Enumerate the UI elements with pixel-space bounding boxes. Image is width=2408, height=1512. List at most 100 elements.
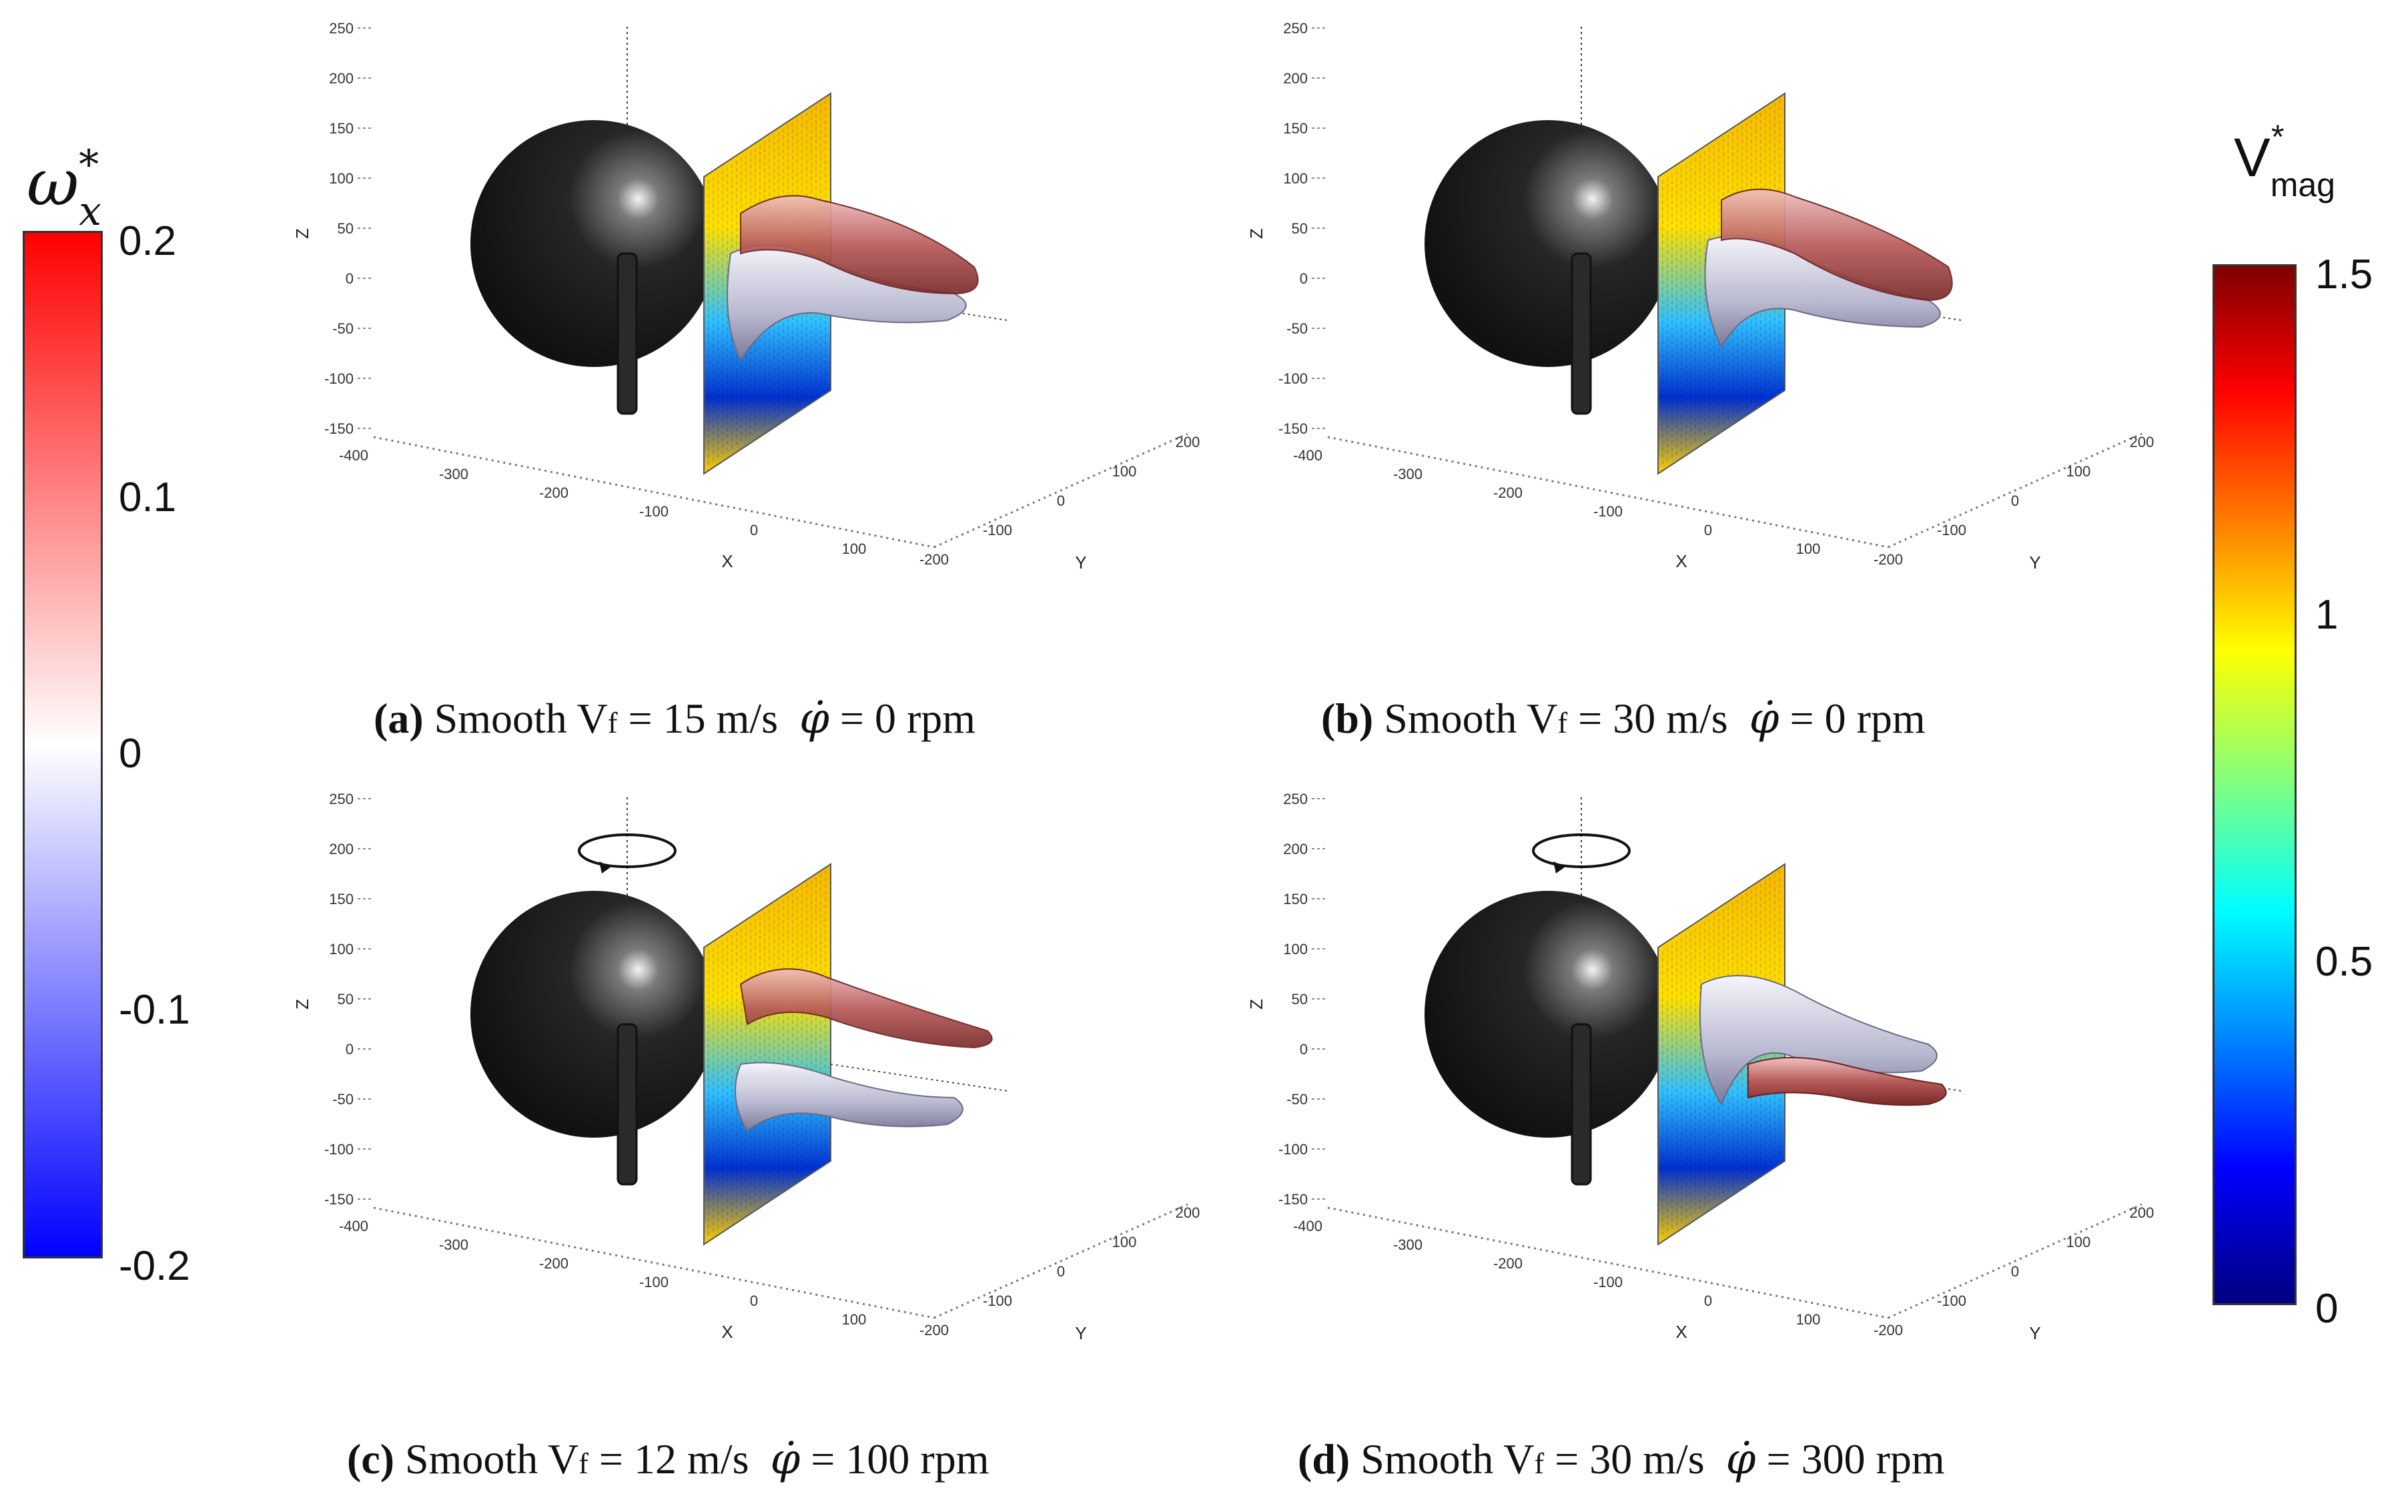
x-tick: -200 [539,484,568,501]
z-tick: 150 [1283,891,1308,907]
y-tick: 200 [1176,1204,1200,1221]
z-axis-label: Z [292,228,312,239]
left-colorbar-tick: 0 [119,731,142,777]
y-axis-label: Y [1075,1323,1086,1343]
y-tick: -200 [1874,1322,1903,1339]
support-rod [617,252,638,415]
sphere [1425,120,1671,367]
plot-3d: 250200150100500-50-100-150Z-400-300-200-… [1246,791,2154,1343]
caption-d: (d) Smooth Vf = 30 m/s φ̇ = 300 rpm [1298,1435,1945,1484]
z-tick: 100 [1283,941,1308,958]
y-tick: -100 [1937,522,1966,538]
y-tick: 0 [2011,492,2019,509]
right-colorbar-title: Vmag* [2234,118,2335,204]
y-tick: 200 [1176,434,1200,450]
z-tick: 150 [329,120,354,137]
z-tick: 250 [329,20,354,37]
left-colorbar-tick: 0.1 [119,474,177,520]
z-tick: 50 [1292,220,1308,237]
z-tick: -50 [1286,1091,1308,1108]
z-tick: 150 [329,891,354,907]
x-tick: -200 [1493,1255,1523,1272]
z-axis-label: Z [1246,999,1266,1010]
x-tick: -100 [1593,503,1623,520]
left-colorbar-title: ωx* [27,141,102,235]
x-tick: -200 [539,1255,568,1272]
x-axis-label: X [1675,1322,1687,1342]
y-tick: 200 [2130,1204,2154,1221]
z-tick: 200 [329,841,354,857]
y-axis-label: Y [2029,552,2040,573]
z-tick: 50 [338,991,354,1008]
x-tick: -300 [439,466,468,482]
y-axis-label: Y [1075,552,1086,573]
vortex-tube-positive [1721,188,1953,302]
x-tick: 100 [1796,1311,1821,1328]
z-tick: 200 [329,70,354,87]
x-tick: -100 [1593,1274,1623,1290]
x-tick: 100 [842,1311,867,1328]
x-tick: -100 [639,503,669,520]
z-tick: -150 [1278,1191,1308,1208]
support-rod [617,1023,638,1186]
x-axis-label: X [1675,551,1687,571]
x-axis-label: X [721,551,733,571]
z-tick: 50 [338,220,354,237]
plot-3d: 250200150100500-50-100-150Z-400-300-200-… [292,20,1200,573]
vortex-tube-negative [735,1062,963,1132]
z-tick: 200 [1283,70,1308,87]
left-colorbar-tick: -0.2 [119,1243,190,1289]
z-tick: -50 [332,320,354,337]
x-tick: -400 [1293,447,1322,464]
x-tick: -400 [339,447,368,464]
y-tick: -100 [1937,1292,1966,1309]
z-tick: 0 [1300,270,1308,287]
right-colorbar-tick: 0 [2315,1286,2339,1332]
x-tick: -100 [639,1274,669,1290]
z-tick: 0 [346,1041,354,1058]
y-tick: 200 [2130,434,2154,450]
sphere [470,120,717,367]
z-tick: -50 [332,1091,354,1108]
caption-c: (c) Smooth Vf = 12 m/s φ̇ = 100 rpm [347,1435,989,1484]
vortex-tube-positive [1747,1057,1947,1106]
x-tick: -400 [1293,1218,1322,1234]
y-axis-label: Y [2029,1323,2040,1343]
sphere [470,891,717,1138]
z-tick: -150 [324,1191,354,1208]
z-tick: 100 [1283,170,1308,187]
z-tick: 100 [329,170,354,187]
x-tick: 0 [750,1292,758,1309]
x-tick: 100 [1796,540,1821,557]
right-colorbar-tick: 0.5 [2315,939,2373,985]
x-tick: -200 [1493,484,1523,501]
right-colorbar-tick: 1 [2315,592,2339,638]
z-axis-label: Z [1246,228,1266,239]
z-tick: 0 [1300,1041,1308,1058]
y-tick: 100 [1112,463,1137,480]
right-colorbar [2213,264,2297,1305]
plot-3d: 250200150100500-50-100-150Z-400-300-200-… [1246,20,2154,573]
left-colorbar-tick: 0.2 [119,218,177,264]
z-axis-label: Z [292,999,312,1010]
y-tick: -200 [1874,551,1903,568]
sphere [1425,891,1671,1138]
z-tick: -50 [1286,320,1308,337]
z-tick: -100 [324,370,354,387]
x-tick: -300 [1393,1236,1423,1253]
z-tick: -100 [1278,370,1308,387]
y-tick: 100 [2066,1234,2091,1250]
y-tick: 0 [2011,1263,2019,1280]
vortex-tube-positive [739,968,993,1049]
rotation-arrow-icon [578,833,677,873]
y-tick: 100 [1112,1234,1137,1250]
y-tick: 100 [2066,463,2091,480]
z-tick: -100 [1278,1141,1308,1158]
z-tick: 250 [1283,20,1308,37]
x-tick: 100 [842,540,867,557]
caption-b: (b) Smooth Vf = 30 m/s φ̇ = 0 rpm [1321,694,1926,743]
z-tick: 200 [1283,841,1308,857]
x-tick: -400 [339,1218,368,1234]
